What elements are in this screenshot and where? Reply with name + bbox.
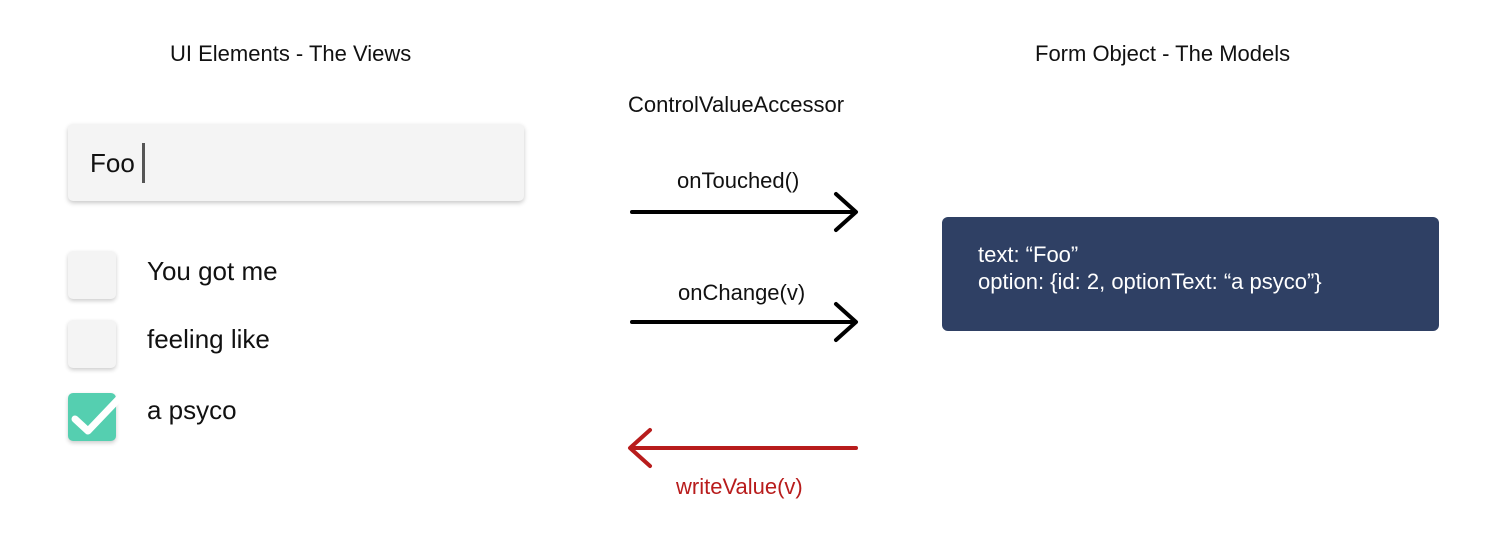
- form-model-box: text: “Foo” option: {id: 2, optionText: …: [942, 217, 1439, 331]
- models-heading: Form Object - The Models: [1035, 41, 1291, 66]
- on-touched-label: onTouched(): [677, 168, 800, 193]
- checkmark-icon: [71, 385, 132, 435]
- text-input[interactable]: Foo: [68, 124, 524, 201]
- checkbox-a-psyco[interactable]: [68, 385, 132, 441]
- checkbox-feeling-like[interactable]: [68, 320, 116, 368]
- model-option-line: option: {id: 2, optionText: “a psyco”}: [978, 269, 1322, 294]
- write-value-label: writeValue(v): [676, 474, 803, 499]
- accessor-heading: ControlValueAccessor: [628, 92, 845, 117]
- option-label-a-psyco: a psyco: [147, 395, 237, 425]
- option-label-feeling-like: feeling like: [147, 324, 270, 354]
- views-heading: UI Elements - The Views: [170, 41, 412, 66]
- text-cursor: [141, 142, 145, 183]
- model-text-line: text: “Foo”: [978, 242, 1079, 267]
- write-value-arrow: [628, 428, 858, 468]
- option-label-you-got-me: You got me: [147, 256, 278, 286]
- on-change-arrow: [630, 302, 858, 342]
- text-input-value: Foo: [90, 147, 135, 178]
- checkbox-you-got-me[interactable]: [68, 251, 116, 299]
- on-change-label: onChange(v): [678, 280, 806, 305]
- on-touched-arrow: [630, 192, 858, 232]
